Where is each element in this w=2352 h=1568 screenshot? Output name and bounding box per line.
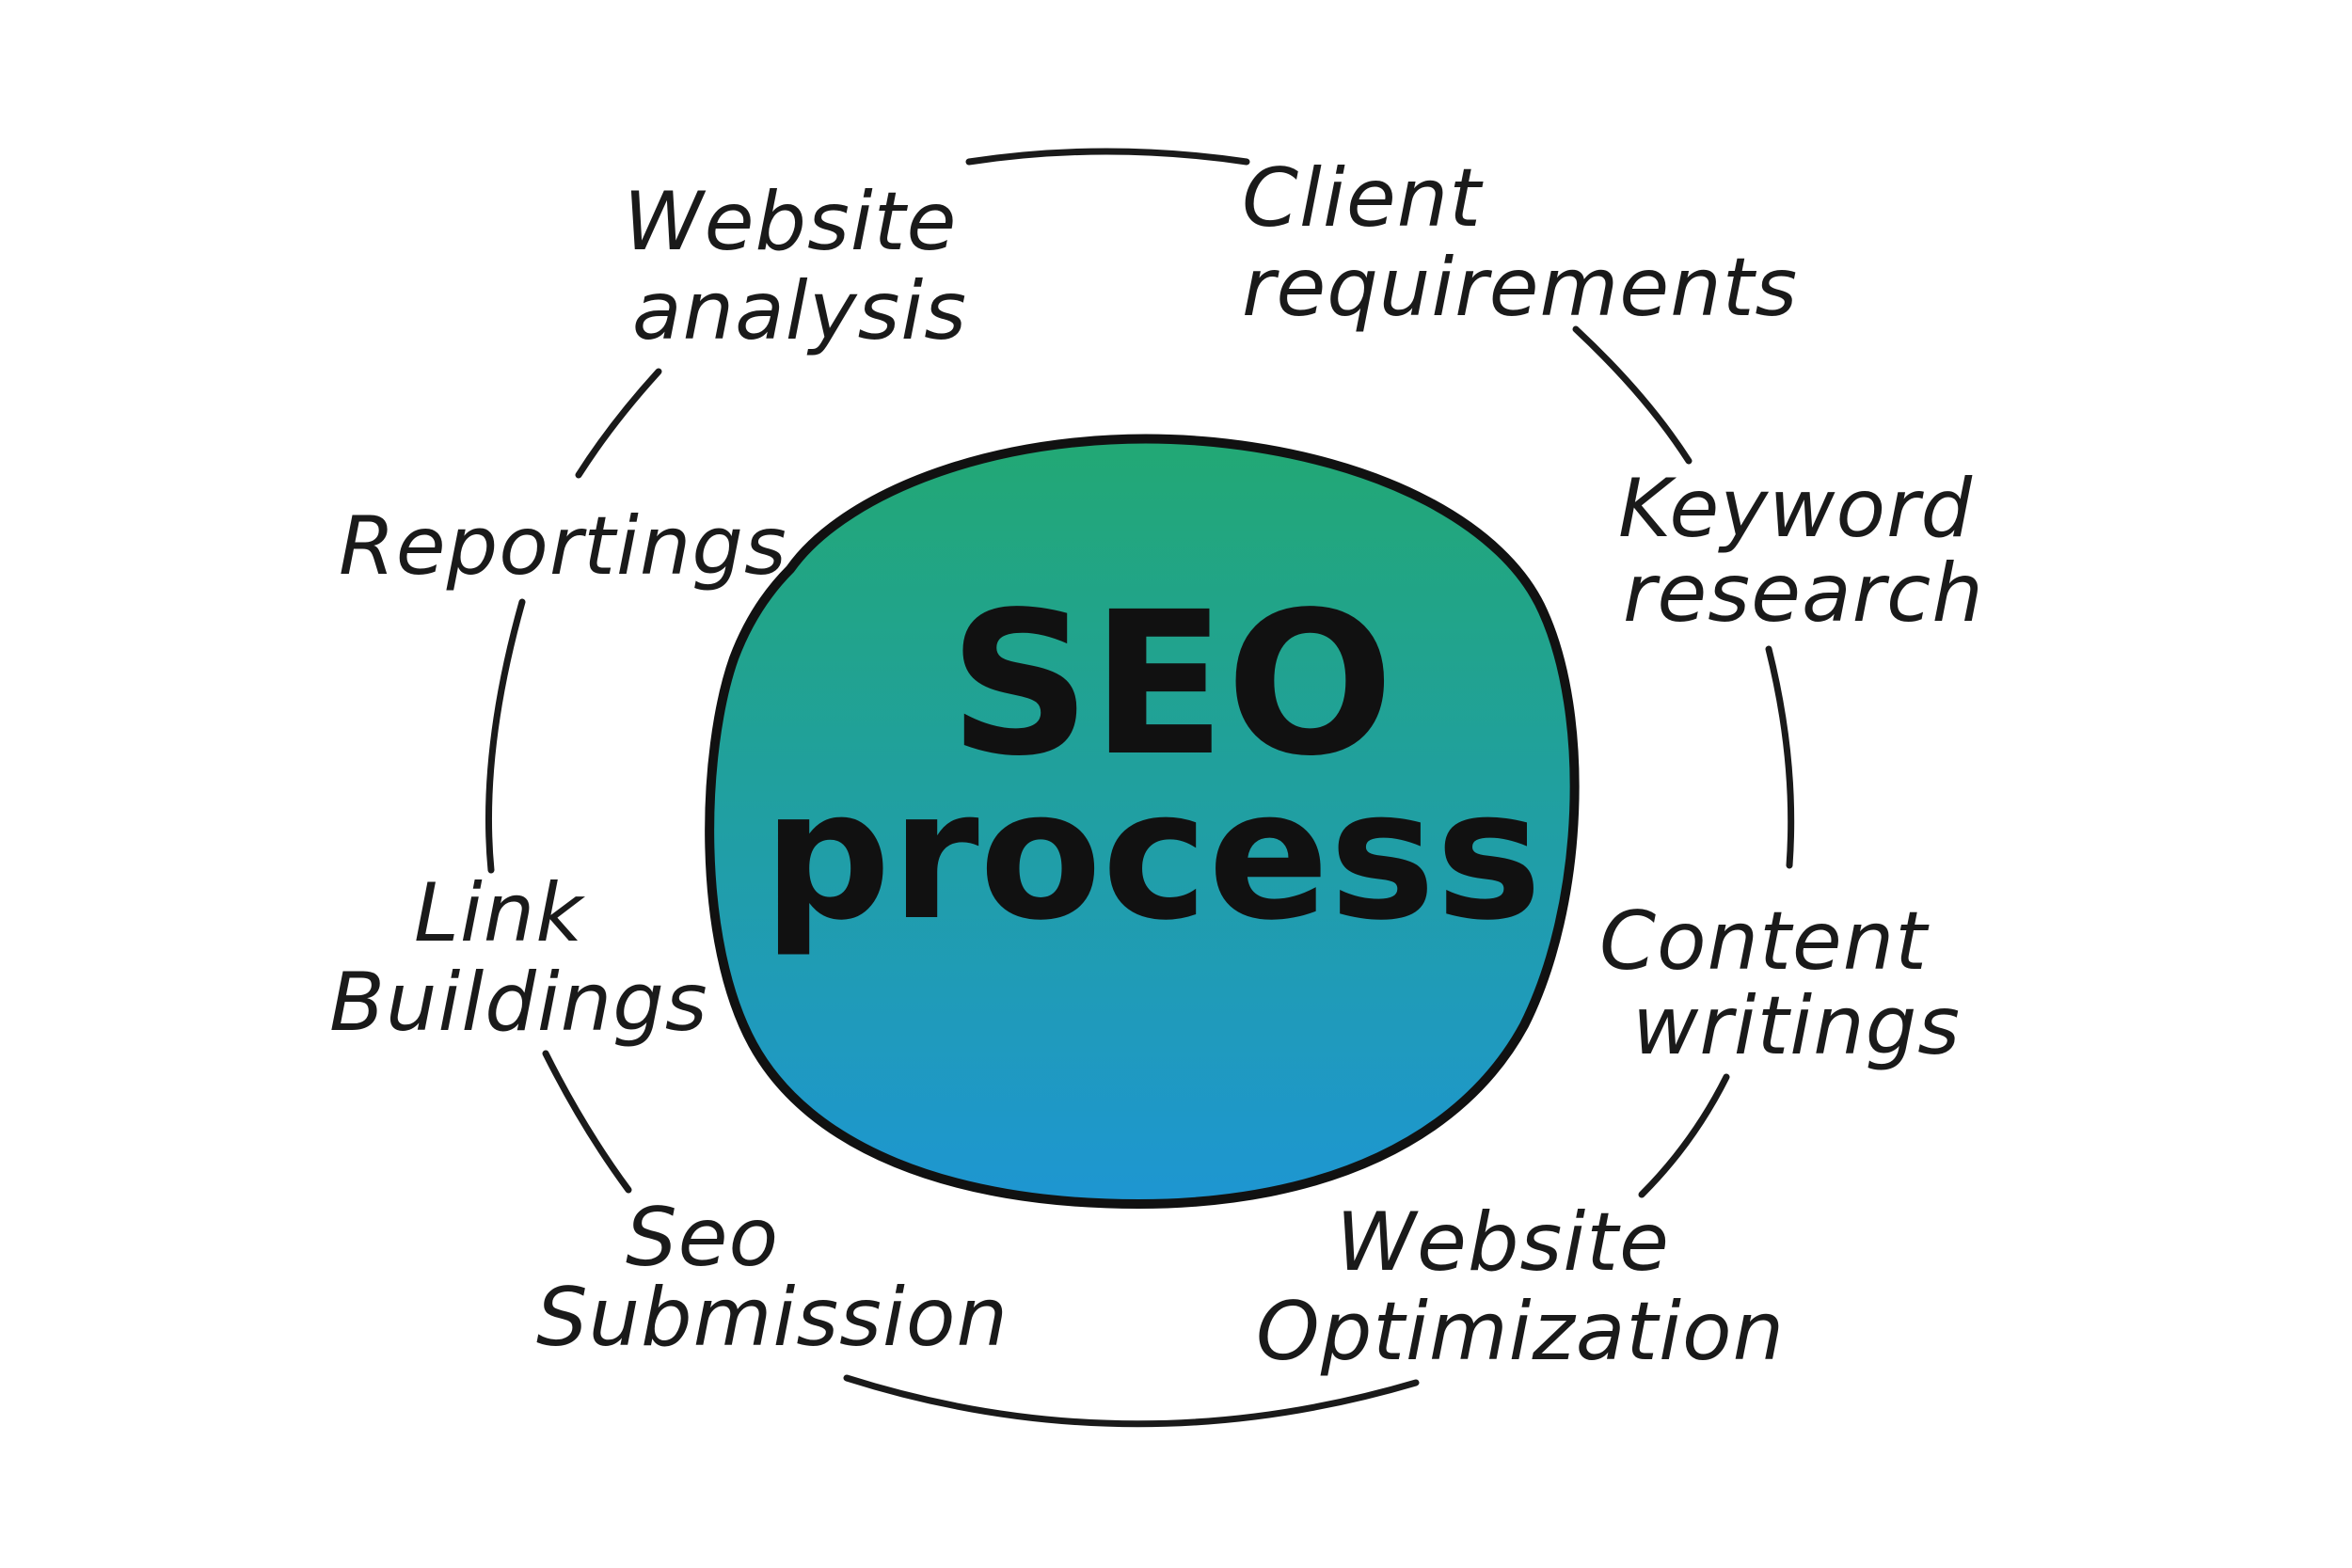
ring-arc-top-right bbox=[1572, 325, 1692, 465]
step-client-requirements: Client requirements bbox=[1242, 151, 1798, 335]
step-label-line1: Reportings bbox=[339, 499, 787, 594]
step-label-line2: analysis bbox=[632, 264, 967, 358]
step-label-line1: Content bbox=[1599, 895, 1930, 989]
step-website-optimization: Website Optimization bbox=[1256, 1196, 1785, 1379]
step-seo-submission: Seo Submission bbox=[536, 1191, 1009, 1365]
step-label-line1: Website bbox=[624, 175, 958, 269]
step-label-line2: research bbox=[1623, 546, 1984, 641]
step-label-line1: Website bbox=[1336, 1196, 1670, 1290]
step-content-writings: Content writings bbox=[1599, 895, 1961, 1073]
center-blob-shape bbox=[705, 434, 1580, 1209]
outer-ring bbox=[485, 148, 1795, 1428]
ring-arc-bottom-right bbox=[1638, 1073, 1730, 1198]
step-reportings: Reportings bbox=[339, 499, 787, 594]
step-keyword-research: Keyword research bbox=[1618, 462, 1984, 641]
step-label-line2: Optimization bbox=[1256, 1285, 1785, 1379]
ring-arc-right bbox=[1765, 645, 1795, 869]
center-blob: SEO process bbox=[705, 434, 1580, 1209]
step-label-line1: Link bbox=[414, 866, 585, 960]
ring-arc-bottom-left bbox=[542, 1050, 632, 1194]
ring-arc-top-left bbox=[575, 368, 662, 479]
step-label-line1: Keyword bbox=[1618, 462, 1973, 556]
ring-arc-left bbox=[485, 598, 526, 874]
step-website-analysis: Website analysis bbox=[624, 175, 967, 358]
step-link-buildings: Link Buildings bbox=[329, 866, 708, 1050]
step-label-line2: requirements bbox=[1242, 241, 1798, 335]
ring-arc-top bbox=[965, 148, 1250, 166]
center-title: SEO bbox=[948, 569, 1393, 800]
step-label-line2: Buildings bbox=[329, 956, 708, 1050]
ring-arc-bottom bbox=[843, 1374, 1420, 1428]
step-label-line1: Client bbox=[1242, 151, 1484, 245]
step-label-line1: Seo bbox=[626, 1191, 779, 1285]
center-subtitle: process bbox=[763, 752, 1542, 959]
step-label-line2: Submission bbox=[536, 1271, 1009, 1365]
step-label-line2: writings bbox=[1632, 979, 1961, 1073]
